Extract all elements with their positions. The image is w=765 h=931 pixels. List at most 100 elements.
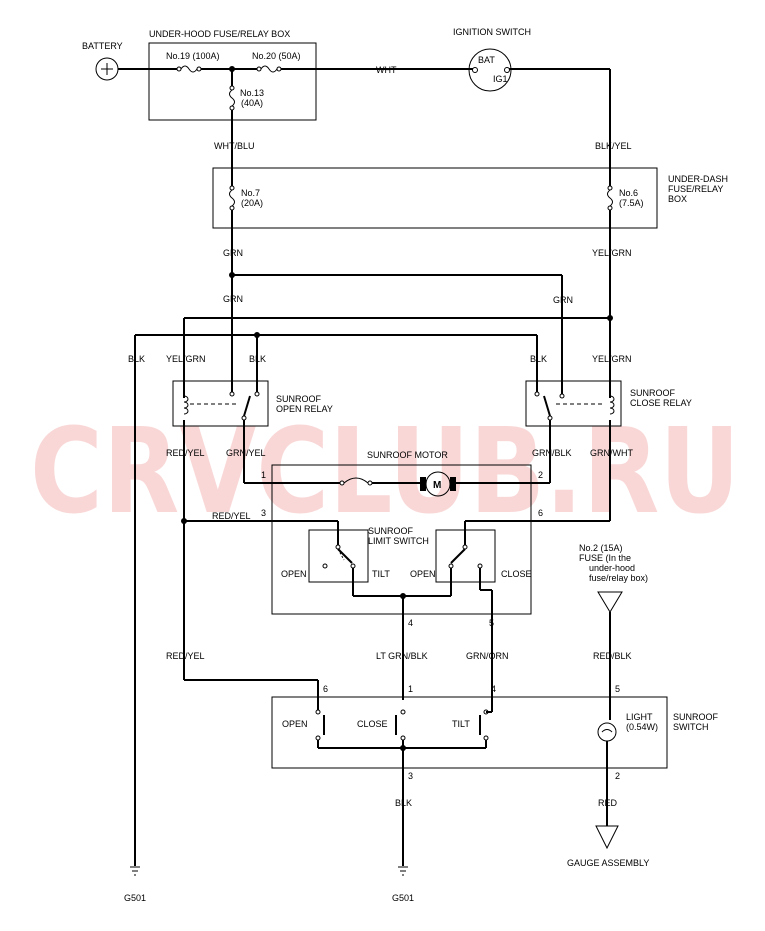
fuse-2-arrow-icon bbox=[597, 591, 623, 613]
limit-switch-right bbox=[435, 529, 496, 583]
motor-pin-1: 1 bbox=[261, 470, 266, 480]
ignition-switch-label: IGNITION SWITCH bbox=[453, 27, 531, 37]
fuse-19-icon bbox=[176, 65, 202, 73]
sw-open-label: OPEN bbox=[282, 719, 308, 729]
fuse-2-label-3: under-hood bbox=[589, 563, 635, 573]
ground-center-icon bbox=[398, 866, 408, 876]
wire-grn-label-2: GRN bbox=[223, 294, 243, 304]
sunroof-close-relay bbox=[525, 380, 622, 427]
open-relay-label-2: OPEN RELAY bbox=[276, 404, 333, 414]
ignition-ig1-label: IG1 bbox=[493, 74, 508, 84]
ground-left-label: G501 bbox=[124, 893, 146, 903]
underdash-label-3: BOX bbox=[668, 194, 687, 204]
switch-pin-2: 2 bbox=[615, 771, 620, 781]
underdash-fuse-box bbox=[212, 167, 658, 229]
wire-blk-label-3: BLK bbox=[530, 354, 547, 364]
fuse-2-label-1: No.2 (15A) bbox=[579, 543, 623, 553]
wire-blk-label-1: BLK bbox=[128, 354, 145, 364]
limit-switch-left bbox=[308, 529, 369, 583]
light-bulb-icon bbox=[597, 722, 617, 742]
fuse-13-label-b: (40A) bbox=[241, 98, 263, 108]
motor-breaker-icon bbox=[339, 477, 373, 486]
wire-wht-blu-label: WHT/BLU bbox=[214, 141, 255, 151]
wire-red-yel-label-1: RED/YEL bbox=[166, 448, 205, 458]
underdash-label-1: UNDER-DASH bbox=[668, 174, 728, 184]
wire-yel-grn-label-2: YEL/GRN bbox=[166, 354, 206, 364]
switch-pin-1: 1 bbox=[408, 684, 413, 694]
wire-yel-grn-label-1: YEL/GRN bbox=[592, 248, 632, 258]
gauge-arrow-icon bbox=[595, 825, 619, 850]
fuse-7-label-b: (20A) bbox=[241, 198, 263, 208]
ls-close-label: CLOSE bbox=[501, 569, 532, 579]
underdash-label-2: FUSE/RELAY bbox=[668, 184, 723, 194]
fuse-7-label-a: No.7 bbox=[241, 188, 260, 198]
fuse-20-label: No.20 (50A) bbox=[252, 51, 301, 61]
ignition-bat-label: BAT bbox=[478, 55, 495, 65]
sunroof-motor-label: SUNROOF MOTOR bbox=[367, 450, 448, 460]
sunroof-motor-box bbox=[271, 464, 532, 615]
switch-pin-3: 3 bbox=[408, 771, 413, 781]
sw-close-label: CLOSE bbox=[357, 719, 388, 729]
fuse-13-label-a: No.13 bbox=[240, 88, 264, 98]
wire-red-yel-label-3: RED/YEL bbox=[166, 651, 205, 661]
fuse-13-icon bbox=[229, 85, 235, 111]
wire-grn-yel-label: GRN/YEL bbox=[226, 448, 266, 458]
fuse-2-label-4: fuse/relay box) bbox=[589, 573, 648, 583]
wire-lt-grn-blk-label: LT GRN/BLK bbox=[376, 651, 428, 661]
open-relay-label-1: SUNROOF bbox=[276, 394, 322, 404]
underhood-fuse-box-label: UNDER-HOOD FUSE/RELAY BOX bbox=[149, 29, 290, 39]
switch-pin-5: 5 bbox=[615, 684, 620, 694]
fuse-6-label-b: (7.5A) bbox=[619, 198, 644, 208]
fuse-6-label-a: No.6 bbox=[619, 188, 638, 198]
wire-grn-wht-label: GRN/WHT bbox=[590, 448, 633, 458]
motor-pin-6: 6 bbox=[538, 508, 543, 518]
wire-blk-label-4: BLK bbox=[395, 798, 412, 808]
light-label-1: LIGHT bbox=[626, 712, 653, 722]
switch-pin-4: 4 bbox=[491, 684, 496, 694]
close-relay-label-2: CLOSE RELAY bbox=[630, 398, 692, 408]
fuse-6-icon bbox=[607, 185, 613, 211]
wire-red-yel-label-2: RED/YEL bbox=[212, 511, 251, 521]
close-relay-label-1: SUNROOF bbox=[630, 388, 676, 398]
ground-left-icon bbox=[130, 866, 140, 876]
sunroof-open-relay bbox=[172, 380, 269, 427]
battery-label: BATTERY bbox=[82, 41, 123, 51]
light-label-2: (0.54W) bbox=[626, 722, 658, 732]
wire-red-blk-label: RED/BLK bbox=[593, 651, 632, 661]
limit-switch-label-2: LIMIT SWITCH bbox=[368, 536, 429, 546]
svg-text:M: M bbox=[433, 480, 441, 491]
ls-open-right-label: OPEN bbox=[410, 569, 436, 579]
ground-center-label: G501 bbox=[392, 893, 414, 903]
fuse-7-icon bbox=[229, 185, 235, 211]
ls-open-left-label: OPEN bbox=[281, 569, 307, 579]
motor-pin-2: 2 bbox=[538, 470, 543, 480]
fuse-2-label-2: FUSE (In the bbox=[579, 553, 631, 563]
open-relay-coil-icon bbox=[183, 395, 189, 415]
wire-blk-label-2: BLK bbox=[249, 354, 266, 364]
close-relay-coil-icon bbox=[609, 395, 615, 415]
sunroof-switch-label-1: SUNROOF bbox=[673, 712, 719, 722]
wire-grn-label-1: GRN bbox=[223, 248, 243, 258]
wire-wht-label: WHT bbox=[376, 65, 397, 75]
fuse-19-label: No.19 (100A) bbox=[166, 51, 220, 61]
motor-pin-5: 5 bbox=[489, 618, 494, 628]
battery-symbol bbox=[95, 57, 119, 81]
watermark: CRVCLUB.RU bbox=[30, 402, 740, 540]
sunroof-switch-box bbox=[271, 696, 668, 769]
motor-pin-3: 3 bbox=[261, 508, 266, 518]
motor-pin-4: 4 bbox=[408, 618, 413, 628]
limit-switch-label-1: SUNROOF bbox=[368, 526, 414, 536]
motor-icon: M bbox=[420, 471, 456, 497]
ls-tilt-label: TILT bbox=[372, 569, 390, 579]
gauge-assembly-label: GAUGE ASSEMBLY bbox=[567, 858, 649, 868]
sw-tilt-label: TILT bbox=[452, 719, 470, 729]
wire-yel-grn-label-3: YEL/GRN bbox=[592, 354, 632, 364]
wire-red-label: RED bbox=[598, 798, 618, 808]
wire-grn-orn-label: GRN/ORN bbox=[466, 651, 509, 661]
wire-grn-label-3: GRN bbox=[553, 295, 573, 305]
switch-pin-6: 6 bbox=[323, 684, 328, 694]
wire-grn-blk-label: GRN/BLK bbox=[532, 448, 572, 458]
sunroof-switch-label-2: SWITCH bbox=[673, 722, 709, 732]
fuse-20-icon bbox=[256, 65, 282, 73]
